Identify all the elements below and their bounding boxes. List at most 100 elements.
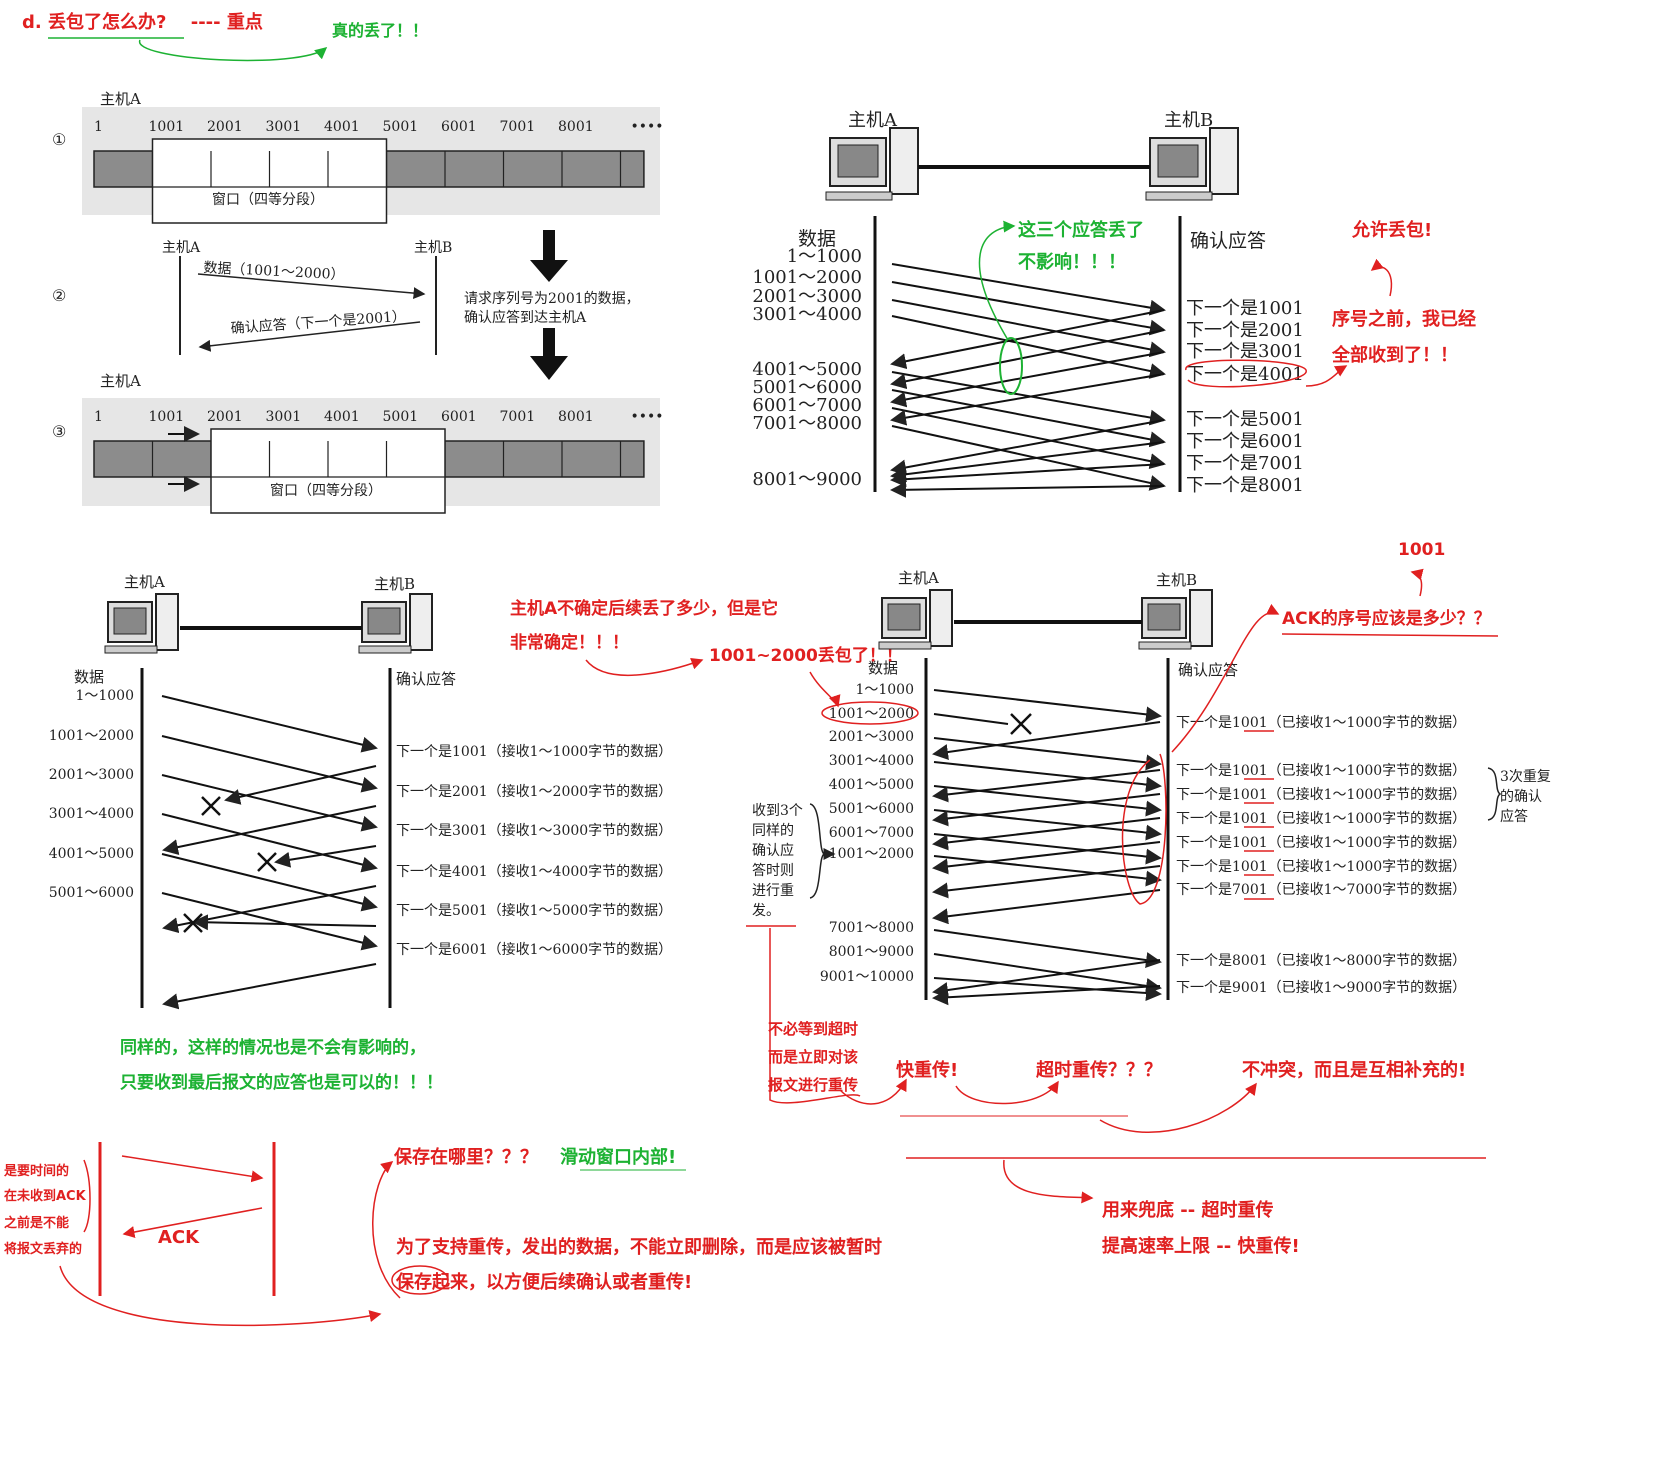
data-range-label: 2001～3000 [829, 729, 914, 745]
seq-label: 7001 [500, 119, 536, 135]
resend-note-6: 发。 [752, 903, 780, 919]
red-nowait-2: 而是立即对该 [768, 1048, 859, 1066]
fig2-allow-loss: 允许丢包! [1352, 220, 1433, 241]
fig1-host-a-small: 主机A [162, 240, 201, 256]
data-range-label: 1001～2000 [829, 846, 914, 862]
data-arrow [891, 407, 1166, 470]
data-arrow [161, 735, 378, 793]
data-range-label: 6001～7000 [752, 395, 862, 416]
computer-icon [878, 589, 953, 650]
ack-1001-arrow [1410, 568, 1424, 597]
left-note-brace [83, 1159, 91, 1233]
resend-note-2: 同样的 [752, 823, 794, 839]
left-note-arrow [59, 1265, 382, 1327]
row-index-2: ② [52, 286, 67, 305]
ack-arrow [890, 309, 1165, 370]
fig4-arrows [932, 689, 1162, 1006]
fig3-arrows [161, 695, 378, 1010]
window-label-3: 窗口（四等分段） [270, 482, 382, 499]
data-arrow [161, 853, 378, 912]
fig4-host-b: 主机B [1156, 571, 1198, 589]
ack-label: 下一个是4001 [1186, 364, 1304, 385]
ack-arrow [932, 817, 1161, 851]
fig3-host-a: 主机A [124, 573, 165, 591]
fig2-green-note-2: 不影响！！！ [1018, 252, 1126, 273]
save-circle [391, 1265, 449, 1295]
support-note-2: 保存起来，以方便后续确认或者重传! [396, 1272, 693, 1293]
fig1-data-arrow [197, 273, 426, 300]
ack-arrow [932, 769, 1161, 803]
ack-arrow [162, 963, 377, 1010]
data-range-label: 5001～6000 [752, 377, 862, 398]
ack-label: 下一个是1001（已接收1～1000字节的数据） [1176, 762, 1466, 779]
ack-label: 下一个是1001（接收1～1000字节的数据） [396, 743, 672, 760]
fig1-host-a-label-3: 主机A [100, 372, 141, 390]
resend-connector [769, 928, 861, 1104]
lost-segment-arrow [809, 671, 841, 708]
red-ack-question: ACK的序号应该是多少？？ [1282, 609, 1491, 629]
data-arrow [933, 833, 1162, 865]
save-question-arrow [372, 1161, 401, 1299]
data-range-label: 1～1000 [75, 688, 134, 704]
data-arrow [891, 281, 1166, 336]
ack-arrow [890, 441, 1165, 483]
ack-4001-circle [1185, 359, 1307, 388]
ack-label: 下一个是1001（已接收1～1000字节的数据） [1176, 858, 1466, 875]
loss-cross-icon [183, 913, 203, 933]
row-index-3: ③ [52, 422, 67, 441]
data-arrow [891, 389, 1166, 448]
ack-arrow [932, 889, 1161, 925]
seq-label: 1 [94, 119, 103, 135]
computer-icon [358, 593, 433, 654]
red-fast-retransmit: 快重传! [896, 1060, 959, 1081]
data-arrow [161, 774, 378, 832]
data-arrow [933, 929, 1162, 968]
triple-dup-1: 3次重复 [1500, 769, 1551, 785]
fig2-host-b: 主机B [1164, 110, 1214, 131]
data-range-label: 4001～5000 [49, 846, 134, 862]
triple-dup-brace [1487, 767, 1502, 821]
data-arrow [891, 299, 1166, 358]
left-note-3: 之前是不能 [4, 1216, 70, 1231]
data-arrow [933, 761, 1162, 793]
ack-label: 下一个是2001 [1186, 320, 1304, 341]
ack-arrow [224, 765, 377, 805]
seq-label: 6001 [441, 409, 477, 425]
title-suffix: ---- 重点 [190, 12, 263, 33]
data-arrow [161, 695, 378, 753]
lost-acks-arrow [978, 220, 1016, 341]
ack-label: 下一个是1001（已接收1～1000字节的数据） [1176, 786, 1466, 803]
ack-label: 下一个是6001（接收1～6000字节的数据） [396, 941, 672, 958]
ack-label: 下一个是4001（接收1～4000字节的数据） [396, 863, 672, 880]
data-range-label: 1001～2000 [829, 706, 914, 722]
data-arrow [933, 785, 1162, 817]
ack-question-underline [1281, 633, 1499, 637]
triple-dup-3: 应答 [1500, 809, 1528, 825]
data-range-label: 3001～4000 [752, 304, 862, 325]
red-hostA-note-2: 非常确定！！！ [510, 633, 629, 653]
ack-label: 下一个是9001（已接收1～9000字节的数据） [1176, 979, 1466, 996]
data-range-label: 1001～2000 [752, 267, 862, 288]
bottom-data-arrow [121, 1155, 264, 1183]
data-arrow [891, 263, 1166, 316]
red-no-conflict: 不冲突，而且是互相补充的! [1242, 1060, 1467, 1081]
data-arrow [933, 855, 1162, 887]
fallback-arrow [1003, 1159, 1094, 1204]
computer-icon [104, 593, 179, 654]
seq-label: 1 [94, 409, 103, 425]
row-index-1: ① [52, 130, 67, 149]
fig2-arrows [890, 263, 1166, 498]
data-range-label: 8001～9000 [829, 944, 914, 960]
loss-cross-icon [201, 796, 221, 816]
ack-label: ACK [158, 1227, 200, 1248]
data-arrow [891, 315, 1166, 379]
ack-label: 下一个是1001（已接收1～1000字节的数据） [1176, 810, 1466, 827]
left-note-4: 将报文丢弃的 [4, 1242, 83, 1257]
ack-label: 下一个是3001 [1186, 341, 1304, 362]
ack-label: 下一个是7001（已接收1～7000字节的数据） [1176, 881, 1466, 898]
data-arrow [933, 737, 1162, 771]
loss-cross-icon [257, 852, 277, 872]
computer-icon [1145, 127, 1239, 201]
fig1-host-a-label: 主机A [100, 90, 141, 108]
data-arrow [161, 892, 378, 951]
